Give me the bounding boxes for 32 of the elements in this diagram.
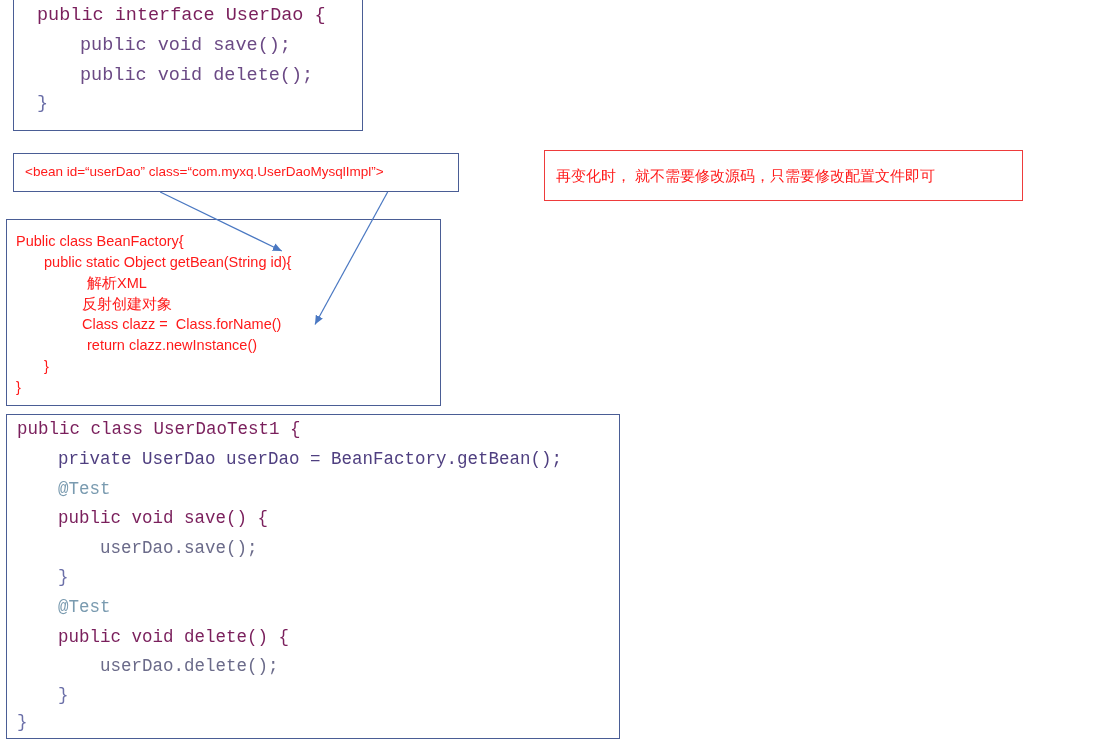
arrow: [159, 191, 283, 252]
code-line: public static Object getBean(String id){: [44, 252, 334, 273]
code-line: private UserDao userDao = BeanFactory.getBean();: [58, 449, 563, 470]
code-box: [13, 153, 459, 192]
code-line: }: [17, 712, 28, 733]
code-line: }: [58, 685, 69, 706]
code-line: public interface UserDao {: [37, 5, 326, 27]
code-line: userDao.delete();: [100, 656, 279, 677]
code-box: [6, 414, 620, 739]
code-line: public void delete();: [80, 65, 314, 87]
code-line: return clazz.newInstance(): [87, 337, 258, 354]
code-line: public void save();: [80, 35, 291, 57]
code-line: 反射创建对象: [82, 296, 172, 313]
code-line: @Test: [58, 479, 111, 500]
code-line: }: [58, 567, 69, 588]
code-line: public void save() {: [58, 508, 269, 529]
code-line: @Test: [58, 597, 111, 618]
code-line: <bean id=“userDao” class=“com.myxq.UserDaoMysqlImpl”>: [25, 164, 384, 180]
code-line: }: [44, 358, 49, 375]
code-line: }: [37, 93, 49, 115]
note-text: 再变化时， 就不需要修改源码，只需要修改配置文件即可: [556, 167, 936, 185]
code-box: [13, 0, 363, 131]
code-line: public void delete() {: [58, 627, 290, 648]
code-box: [6, 219, 441, 406]
arrow: [314, 191, 389, 326]
code-line: userDao.save();: [100, 538, 258, 559]
code-line: }: [16, 379, 21, 396]
code-line: public class UserDaoTest1 {: [17, 419, 301, 440]
code-line: 解析XML: [87, 275, 147, 292]
code-line: Public class BeanFactory{: [16, 233, 184, 250]
code-line: Class clazz = Class.forName(): [82, 314, 312, 335]
note-box: [544, 150, 1023, 201]
